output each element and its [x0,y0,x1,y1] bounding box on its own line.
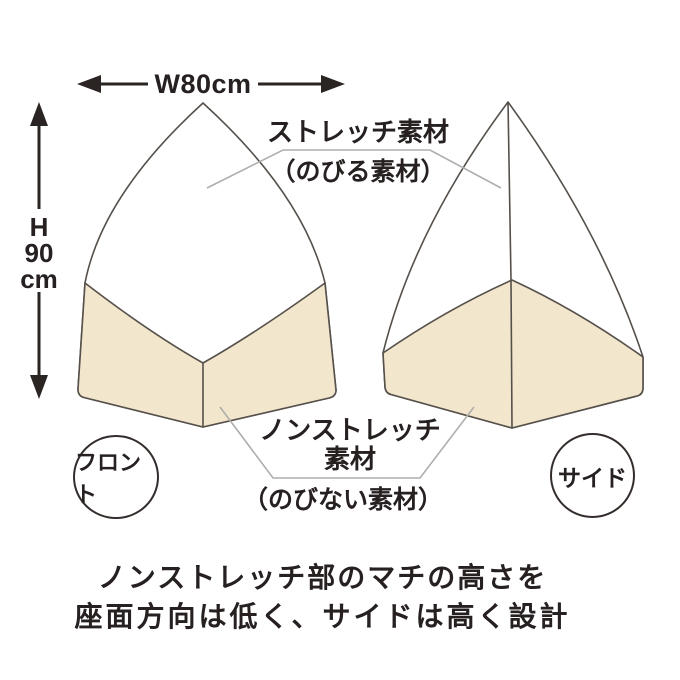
width-dimension-arrow [77,75,345,93]
caption-line-2: 座面方向は低く、サイドは高く設計 [74,601,571,632]
height-arrowhead-top-icon [30,102,48,126]
height-dimension-arrow [30,102,48,399]
width-arrowhead-left-icon [77,75,101,93]
front-view-badge: フロント [73,435,159,519]
front-view-nonstretch-panel [77,282,337,428]
nonstretch-material-subtitle: （のびない素材） [242,486,443,514]
front-view-badge-label: フロント [75,450,142,507]
caption-line-1: ノンストレッチ部のマチの高さを [97,562,548,593]
side-view-shape [382,101,644,429]
side-view-center-crease [507,101,513,429]
stretch-material-subtitle: （のびる素材） [270,158,446,186]
height-label-line-cm: cm [20,264,58,294]
nonstretch-material-title-line1: ノンストレッチ [259,415,441,445]
front-view-shape [77,102,337,428]
stretch-material-title: ストレッチ素材 [266,117,449,147]
width-dimension-label: W80cm [154,69,252,99]
side-view-badge-label: サイド [558,464,627,491]
stretch-leader-line [206,149,502,189]
height-label-line-h: H [29,212,49,242]
width-arrowhead-right-icon [321,75,345,93]
nonstretch-leader-line [219,406,475,479]
side-view-nonstretch-panel [382,279,644,429]
side-view-badge: サイド [550,433,635,518]
height-dimension-label: H 90 cm [9,214,69,292]
height-arrowhead-bottom-icon [30,375,48,399]
height-label-line-90: 90 [24,238,54,268]
nonstretch-material-title-line2: 素材 [323,444,376,474]
